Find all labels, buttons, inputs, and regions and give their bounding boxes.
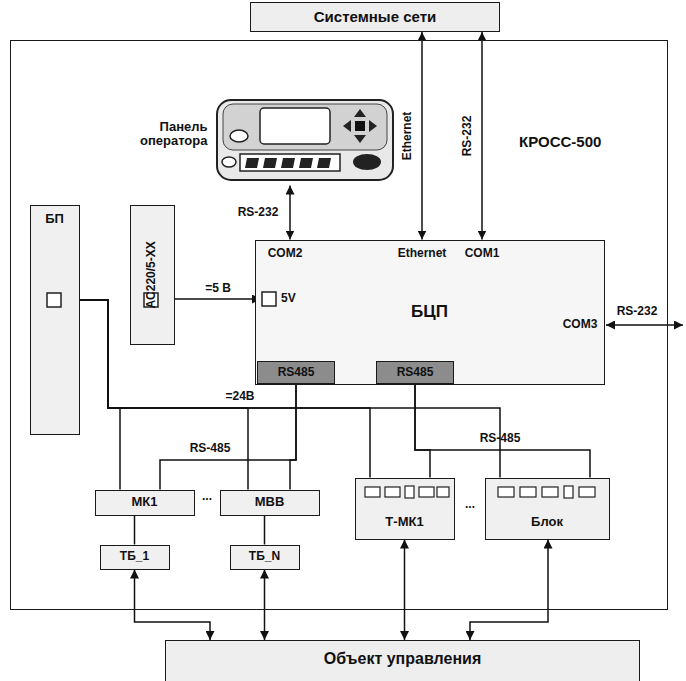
connector-socket [46,292,62,308]
com3-line [606,324,683,326]
operator-panel: Панель оператора [112,98,400,186]
plant-box: Объект управления [165,640,640,681]
controller-housing: КРОСС-500 Панель оператора БП AC220/5-XX… [10,40,668,610]
connector [264,516,266,545]
connector [421,32,423,240]
adapter-box: AC220/5-XX [130,205,175,345]
connector [290,384,296,490]
connector [80,300,121,490]
network-box: Системные сети [250,2,500,32]
power-input: 5V [261,289,301,309]
module-box: МК1 [95,490,195,516]
terminal-row [492,485,602,501]
terminal-row [361,485,451,501]
connector [289,186,291,240]
signal-label: =24В [223,390,256,404]
node-text: МВВ [255,495,285,510]
module-box: Блок [485,478,610,540]
port-box: RS485 [257,361,335,384]
module-box: МВВ [220,490,320,516]
edge-label: Ethernet [401,110,415,163]
node-text: RS485 [397,366,434,380]
terminal-box: ТБ_1 [100,545,170,570]
node-text: БЦП [411,302,448,322]
signal-label: RS-485 [478,432,523,446]
module-box: Т-МК1 [355,478,455,540]
signal-label: RS-232 [615,305,660,319]
connector [481,32,483,240]
node-text: AC220/5-XX [145,241,159,308]
node-text: ТБ_N [249,550,280,564]
cpu-block: БЦП 5V RS485 RS485 [255,240,605,385]
edge-label: RS-232 [461,114,475,159]
node-text: Т-МК1 [385,515,423,530]
operator-panel-picture [215,98,395,184]
connector [160,384,296,490]
edge-label: =5 В [203,282,233,296]
node-text: КРОСС-500 [519,133,601,150]
connector [470,540,548,641]
edge-label: RS-232 [236,206,281,220]
node-text: ТБ_1 [120,550,149,564]
node-text: RS485 [278,366,315,380]
node-text: Панель оператора [112,120,208,150]
signal-label: ... [200,490,214,504]
connector [415,384,430,478]
connector [404,540,406,641]
terminal-box: ТБ_N [230,545,300,570]
connector [135,570,211,641]
node-text: БП [45,212,64,227]
connector [415,384,590,478]
connector [264,570,266,641]
node-text: МК1 [132,495,158,510]
connector [175,298,262,300]
signal-label: RS-485 [188,442,233,456]
node-text: Объект управления [324,650,482,668]
power-supply: БП [30,205,80,435]
connector [134,516,136,545]
connector-socket [261,291,277,307]
port-box: RS485 [376,361,454,384]
node-text: 5V [281,292,296,306]
node-text: Системные сети [314,8,436,25]
signal-label: ... [463,498,477,512]
node-text: Блок [531,515,563,530]
